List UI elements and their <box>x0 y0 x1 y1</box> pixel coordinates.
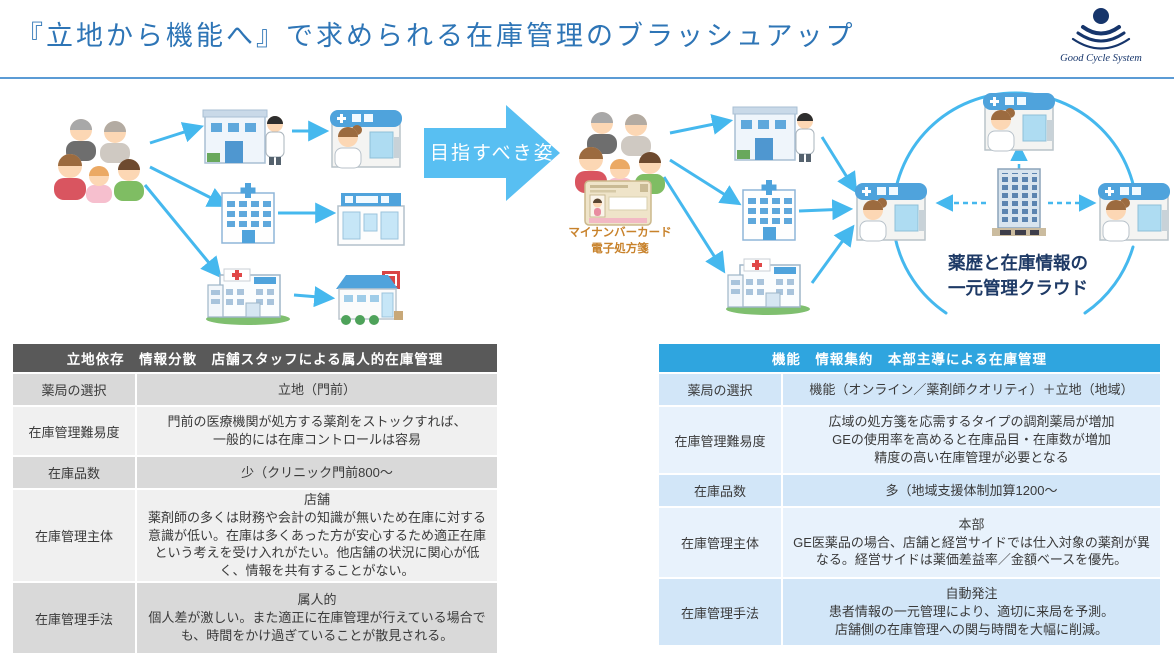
general-hospital-icon <box>205 268 291 326</box>
table-header: 立地依存 情報分散 店舗スタッフによる属人的在庫管理 <box>13 344 497 372</box>
page-title: 『立地から機能へ』で求められる在庫管理のブラッシュアップ <box>16 21 856 51</box>
flow-diagram-canvas <box>54 91 1171 326</box>
flow-arrows-left <box>143 120 337 308</box>
table-header: 機能 情報集約 本部主導による在庫管理 <box>659 344 1160 372</box>
row-value: 立地（門前） <box>137 374 497 405</box>
row-value: 機能（オンライン／薬剤師クオリティ）＋立地（地域） <box>783 374 1160 405</box>
row-value: 属人的 個人差が激しい。また適正に在庫管理が行えている場合でも、時間をかけ過ぎて… <box>137 583 497 653</box>
company-logo: Good Cycle System <box>1046 6 1156 64</box>
row-label: 在庫管理主体 <box>659 508 781 577</box>
cloud-caption: 薬歴と在庫情報の 一元管理クラウド <box>948 253 1088 298</box>
goal-arrow <box>424 105 560 201</box>
flow-arrows-right <box>662 114 858 284</box>
hospital-icon <box>221 182 275 244</box>
pharmacy-with-pharmacist-icon <box>982 92 1056 152</box>
row-value: 多（地域支援体制加算1200～ <box>783 475 1160 506</box>
flow-diagram: 目指すべき姿 マイナンバーカード 電子処方箋 薬歴と在庫情報の 一元管理クラウド <box>0 85 1174 343</box>
table-row: 在庫管理手法 自動発注 患者情報の一元管理により、適切に来局を予測。 店舗側の在… <box>659 579 1160 645</box>
table-row: 在庫管理主体 店舗 薬剤師の多くは財務や会計の知識が無いため在庫に対する意識が低… <box>13 490 497 581</box>
row-label: 在庫管理手法 <box>13 583 135 653</box>
row-value: 自動発注 患者情報の一元管理により、適切に来局を予測。 店舗側の在庫管理への関与… <box>783 579 1160 645</box>
row-label: 在庫品数 <box>13 457 135 488</box>
pharmacy-with-pharmacist-icon <box>329 109 403 169</box>
clinic-with-doctor-icon <box>202 109 285 166</box>
row-value: 本部 GE医薬品の場合、店舗と経営サイドでは仕入対象の薬剤が異なる。経営サイドは… <box>783 508 1160 577</box>
pharmacy-with-pharmacist-icon <box>854 182 928 242</box>
row-label: 在庫管理難易度 <box>13 407 135 455</box>
table-row: 在庫管理難易度 広域の処方箋を応需するタイプの調剤薬局が増加 GEの使用率を高め… <box>659 407 1160 473</box>
row-label: 在庫管理主体 <box>13 490 135 581</box>
table-row: 在庫管理手法 属人的 個人差が激しい。また適正に在庫管理が行えている場合でも、時… <box>13 583 497 653</box>
row-value: 店舗 薬剤師の多くは財務や会計の知識が無いため在庫に対する意識が低い。在庫は多く… <box>137 490 497 581</box>
mynumber-card-label: マイナンバーカード 電子処方箋 <box>568 227 672 255</box>
table-row: 在庫管理主体 本部 GE医薬品の場合、店舗と経営サイドでは仕入対象の薬剤が異なる… <box>659 508 1160 577</box>
shop-icon <box>335 270 404 326</box>
clinic-with-doctor-icon <box>732 106 815 163</box>
table-row: 在庫管理難易度 門前の医療機関が処方する薬剤をストックすれば、 一般的には在庫コ… <box>13 407 497 455</box>
row-value: 少（クリニック門前800～ <box>137 457 497 488</box>
location-based-table: 立地依存 情報分散 店舗スタッフによる属人的在庫管理 薬局の選択 立地（門前） … <box>13 344 497 653</box>
table-row: 薬局の選択 立地（門前） <box>13 374 497 405</box>
mynumber-card-icon <box>584 180 652 226</box>
row-label: 在庫品数 <box>659 475 781 506</box>
logo-text: Good Cycle System <box>1060 53 1142 64</box>
good-cycle-logo-icon <box>1071 8 1131 50</box>
hospital-icon <box>742 179 796 241</box>
title-divider <box>0 77 1174 79</box>
row-value: 広域の処方箋を応需するタイプの調剤薬局が増加 GEの使用率を高めると在庫品目・在… <box>783 407 1160 473</box>
general-hospital-icon <box>725 258 811 316</box>
row-label: 薬局の選択 <box>659 374 781 405</box>
function-based-table: 機能 情報集約 本部主導による在庫管理 薬局の選択 機能（オンライン／薬剤師クオ… <box>659 344 1160 645</box>
table-row: 在庫品数 少（クリニック門前800～ <box>13 457 497 488</box>
headquarters-building-icon <box>991 168 1047 237</box>
drugstore-icon <box>337 192 405 246</box>
table-row: 薬局の選択 機能（オンライン／薬剤師クオリティ）＋立地（地域） <box>659 374 1160 405</box>
row-label: 薬局の選択 <box>13 374 135 405</box>
row-label: 在庫管理手法 <box>659 579 781 645</box>
pharmacy-with-pharmacist-icon <box>1097 182 1171 242</box>
row-label: 在庫管理難易度 <box>659 407 781 473</box>
goal-arrow-label: 目指すべき姿 <box>430 143 555 164</box>
family-group-icon <box>54 119 144 203</box>
row-value: 門前の医療機関が処方する薬剤をストックすれば、 一般的には在庫コントロールは容易 <box>137 407 497 455</box>
table-row: 在庫品数 多（地域支援体制加算1200～ <box>659 475 1160 506</box>
